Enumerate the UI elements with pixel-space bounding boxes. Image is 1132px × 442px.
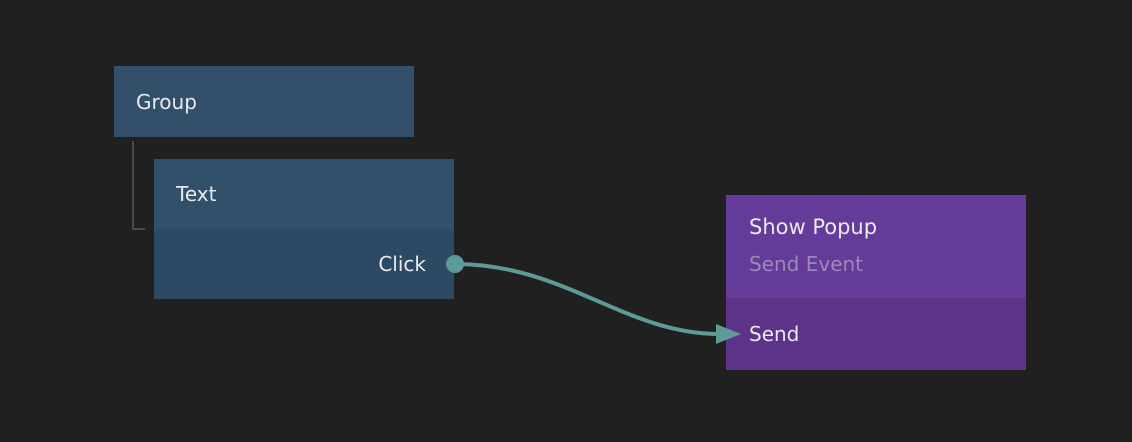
group-node-title: Group xyxy=(136,89,197,114)
output-port-label: Click xyxy=(378,252,426,276)
output-port-click[interactable]: Click xyxy=(154,229,454,299)
text-node-header[interactable]: Text xyxy=(154,159,454,229)
node-text[interactable]: Text Click xyxy=(154,159,454,299)
connection-edge[interactable] xyxy=(453,262,721,336)
node-show-popup[interactable]: Show Popup Send Event Send xyxy=(726,195,1026,370)
input-port-label: Send xyxy=(749,322,800,346)
popup-node-header[interactable]: Show Popup Send Event xyxy=(726,195,1026,297)
input-port-send[interactable]: Send xyxy=(726,297,1026,370)
node-group[interactable]: Group xyxy=(114,66,414,137)
popup-node-subtitle: Send Event xyxy=(749,252,864,276)
text-node-title: Text xyxy=(176,182,217,206)
popup-node-title: Show Popup xyxy=(749,215,878,239)
hierarchy-connector-line xyxy=(132,141,145,230)
